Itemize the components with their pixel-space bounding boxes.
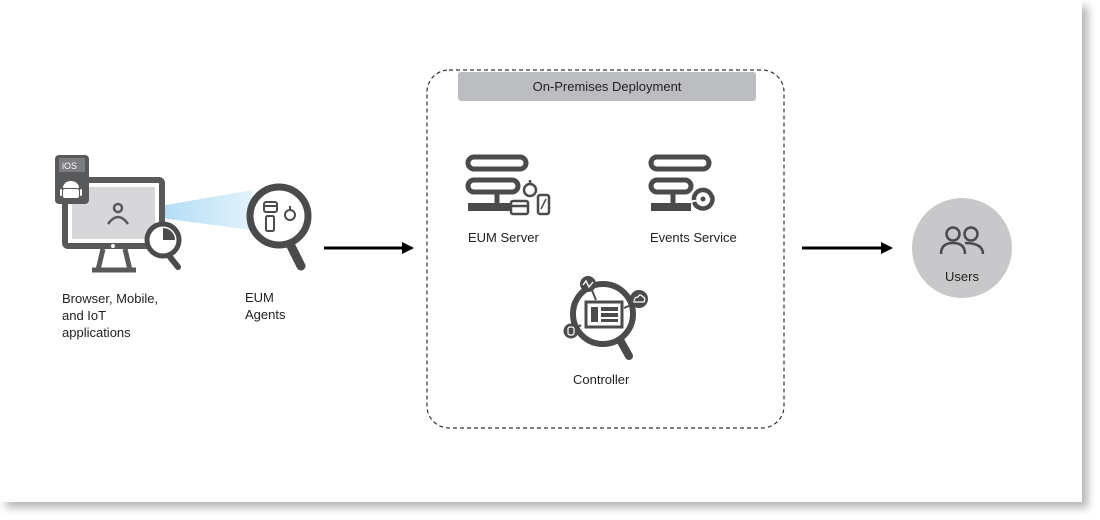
clock-magnifier-icon <box>144 221 182 270</box>
apps-label: Browser, Mobile, and IoT applications <box>62 291 159 340</box>
controller-icon <box>563 276 648 360</box>
users-label: Users <box>945 269 979 284</box>
monitoring-beam <box>160 190 252 230</box>
users-icon <box>912 198 1012 298</box>
eum-server-label: EUM Server <box>468 230 539 245</box>
eum-agents-icon <box>246 183 312 271</box>
monitor-icon <box>62 177 165 273</box>
diagram-graphics <box>55 69 1012 429</box>
deployment-banner <box>458 72 756 101</box>
events-service-icon <box>648 154 715 211</box>
mobile-badge-icon <box>55 155 89 204</box>
diagram-canvas: On-Premises Deployment iOS Browser, Mobi… <box>55 69 1012 429</box>
ios-badge-label: iOS <box>62 161 78 171</box>
deployment-title: On-Premises Deployment <box>532 79 682 94</box>
eum-agents-label: EUM Agents <box>245 290 286 322</box>
deployment-boundary <box>426 69 785 429</box>
eum-server-icon <box>465 154 551 216</box>
events-service-label: Events Service <box>650 230 737 245</box>
controller-label: Controller <box>573 372 630 387</box>
